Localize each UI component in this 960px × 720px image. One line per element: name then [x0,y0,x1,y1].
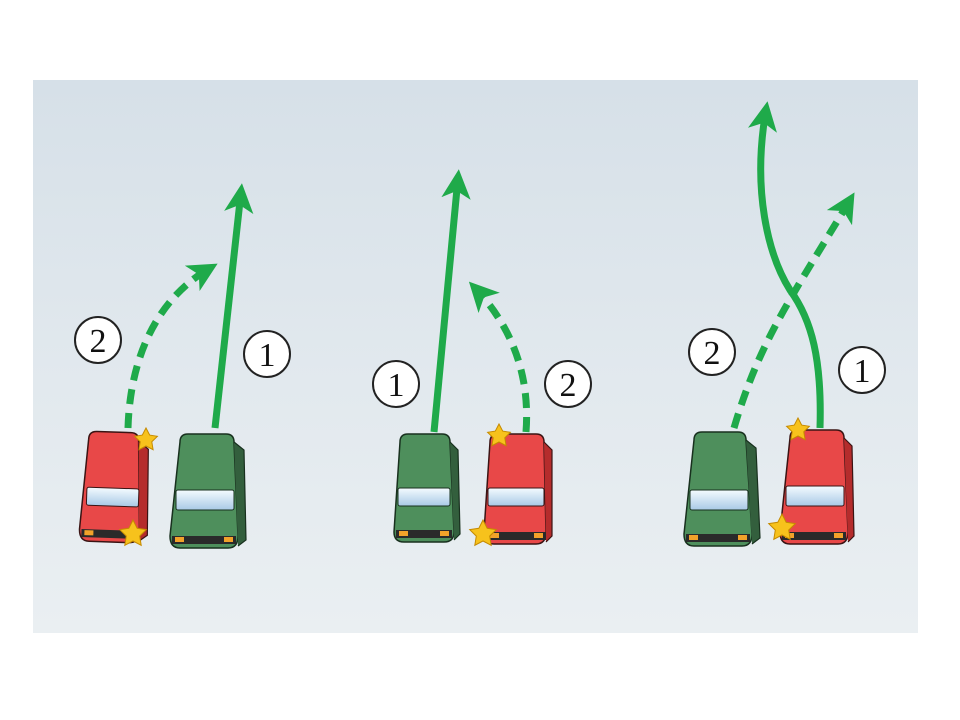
scene-1: 2 1 [74,183,291,549]
label-circle-2: 2 [544,360,592,408]
path-2-dashed-arrow [124,263,218,429]
path-2-dashed-arrow [468,281,531,433]
svg-text:2: 2 [90,323,107,360]
blinker-star-icon [785,416,811,441]
scene-2: 1 2 [372,169,592,547]
svg-text:2: 2 [560,367,577,404]
blinker-star-icon [133,426,159,451]
green-car [169,433,247,549]
path-1-solid-arrow [747,101,824,429]
svg-text:1: 1 [259,337,276,374]
blinker-star-icon [767,512,797,541]
scene-3: 2 1 [683,101,886,547]
blinker-star-icon [486,422,512,447]
green-car [683,431,761,547]
green-car [393,433,461,543]
label-circle-1: 1 [243,330,291,378]
path-1-solid-arrow [211,183,254,429]
svg-text:1: 1 [854,353,871,390]
label-circle-2: 2 [688,328,736,376]
red-car [483,433,553,545]
label-circle-1: 1 [372,360,420,408]
blinker-star-icon [468,518,498,547]
path-2-dashed-arrow [730,192,855,429]
path-1-solid-arrow [430,169,471,433]
label-circle-1: 1 [838,346,886,394]
svg-text:2: 2 [704,335,721,372]
blinker-star-icon [118,518,148,547]
label-circle-2: 2 [74,316,122,364]
svg-text:1: 1 [388,367,405,404]
